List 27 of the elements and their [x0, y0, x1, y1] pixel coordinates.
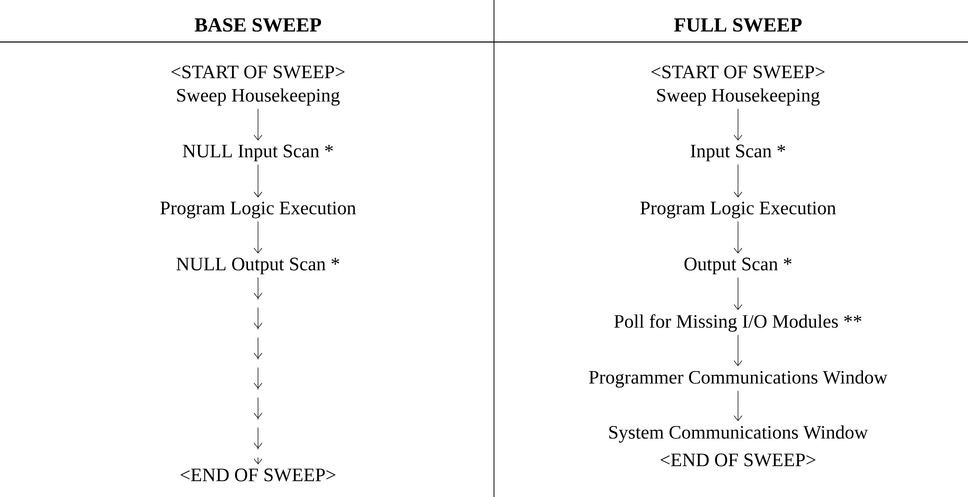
- sweep-marker: <END OF SWEEP>: [660, 454, 816, 466]
- step-text: NULL Output Scan *: [176, 258, 340, 274]
- arrow: [254, 164, 262, 198]
- arrow: [254, 277, 262, 464]
- arrow: [734, 390, 742, 422]
- arrow: [734, 334, 742, 366]
- arrow: [254, 108, 262, 140]
- arrow: [734, 108, 742, 140]
- sweep-marker: <START OF SWEEP>: [651, 66, 825, 78]
- arrow: [734, 164, 742, 198]
- step-text: Program Logic Execution: [160, 202, 356, 218]
- step-text: NULL Input Scan *: [182, 144, 333, 162]
- arrow: [254, 221, 262, 254]
- step-text: System Communications Window: [609, 425, 868, 443]
- step-text: Sweep Housekeeping: [177, 88, 340, 106]
- step-text: Poll for Missing I/O Modules **: [614, 314, 862, 332]
- sweep-marker: <START OF SWEEP>: [171, 66, 345, 78]
- step-text: Programmer Communications Window: [589, 370, 888, 388]
- step-text: <END OF SWEEP>: [180, 468, 336, 482]
- step-text: Program Logic Execution: [640, 202, 836, 218]
- step-text: Sweep Housekeeping: [657, 88, 820, 106]
- column-header: FULL SWEEP: [674, 18, 802, 32]
- step-text: Output Scan *: [684, 258, 792, 274]
- arrow: [734, 221, 742, 254]
- column-header: BASE SWEEP: [194, 18, 322, 32]
- step-text: Input Scan *: [690, 144, 786, 162]
- arrow: [734, 277, 742, 310]
